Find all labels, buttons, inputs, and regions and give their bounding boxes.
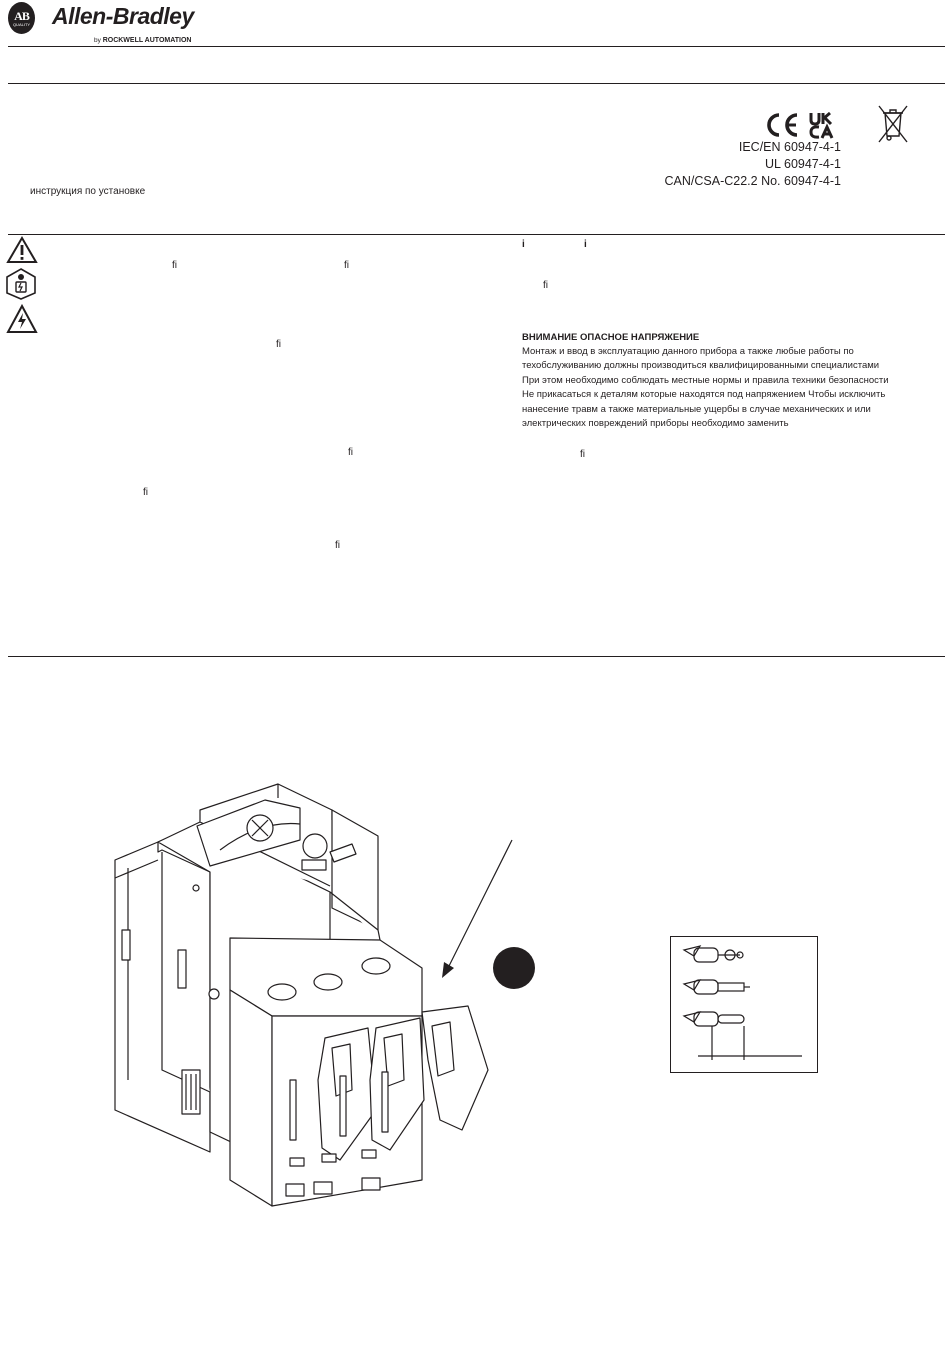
byline-company: ROCKWELL AUTOMATION	[102, 37, 192, 44]
ligature-fragment: ﬁ	[580, 449, 585, 460]
solid-wire-icon	[682, 1011, 745, 1027]
standard-iec: IEC/EN 60947-4-1	[738, 140, 841, 154]
warning-title: ВНИМАНИЕ ОПАСНОЕ НАПРЯЖЕНИЕ	[522, 332, 700, 343]
warning-line: Монтаж и ввод в эксплуатацию данного при…	[522, 346, 854, 357]
callout-dot	[493, 947, 535, 989]
qualified-person-icon	[6, 268, 36, 300]
ligature-fragment: ﬁ	[543, 280, 548, 291]
brand-name: Allen-Bradley	[52, 3, 194, 29]
byline-prefix: by	[94, 37, 101, 44]
header-rule	[8, 46, 945, 47]
warning-text: Монтаж и ввод в эксплуатацию данного при…	[522, 345, 942, 431]
brand-byline: by ROCKWELL AUTOMATION	[94, 37, 191, 44]
ligature-fragment: ﬁ	[344, 260, 349, 271]
warning-triangle-icon	[6, 236, 38, 263]
stranded-wire-icon	[682, 945, 744, 963]
electric-shock-icon	[6, 304, 38, 333]
logo-badge-subtext: QUALITY	[12, 21, 31, 27]
ukca-mark-icon	[809, 111, 834, 139]
section-rule-figure	[8, 656, 945, 657]
info-fragment: i	[584, 239, 587, 250]
ligature-fragment: ﬁ	[348, 447, 353, 458]
standard-csa: CAN/CSA-C22.2 No. 60947-4-1	[664, 174, 841, 188]
section-rule-safety	[8, 234, 945, 235]
wire-with-ferrule-icon	[682, 979, 750, 995]
warning-line: электрических повреждений приборы необхо…	[522, 418, 789, 430]
ab-logo-badge: AB QUALITY	[8, 2, 35, 34]
ligature-fragment: ﬁ	[143, 487, 148, 498]
warning-line: Не прикасаться к деталям которые находят…	[522, 389, 886, 401]
document-type-label: инструкция по установке	[30, 186, 146, 197]
warning-line: При этом необходимо соблюдать местные но…	[522, 374, 889, 386]
ce-ukca-marks	[767, 111, 834, 139]
ce-mark-icon	[767, 113, 798, 137]
motor-protection-circuit-breaker-drawing	[114, 783, 513, 1207]
wire-types-figure	[670, 936, 818, 1073]
crossed-out-wheelie-bin-icon	[878, 105, 908, 143]
logo-badge-text: AB	[14, 8, 30, 23]
warning-line: техобслуживанию должны производиться ква…	[522, 360, 880, 372]
section-rule-top	[8, 83, 945, 84]
info-fragment: i	[522, 239, 525, 250]
ligature-fragment: ﬁ	[276, 339, 281, 350]
warning-line: нанесение травм а также материальные уще…	[522, 403, 871, 415]
ligature-fragment: ﬁ	[172, 260, 177, 271]
ligature-fragment: ﬁ	[335, 540, 340, 551]
standard-ul: UL 60947-4-1	[765, 157, 841, 171]
